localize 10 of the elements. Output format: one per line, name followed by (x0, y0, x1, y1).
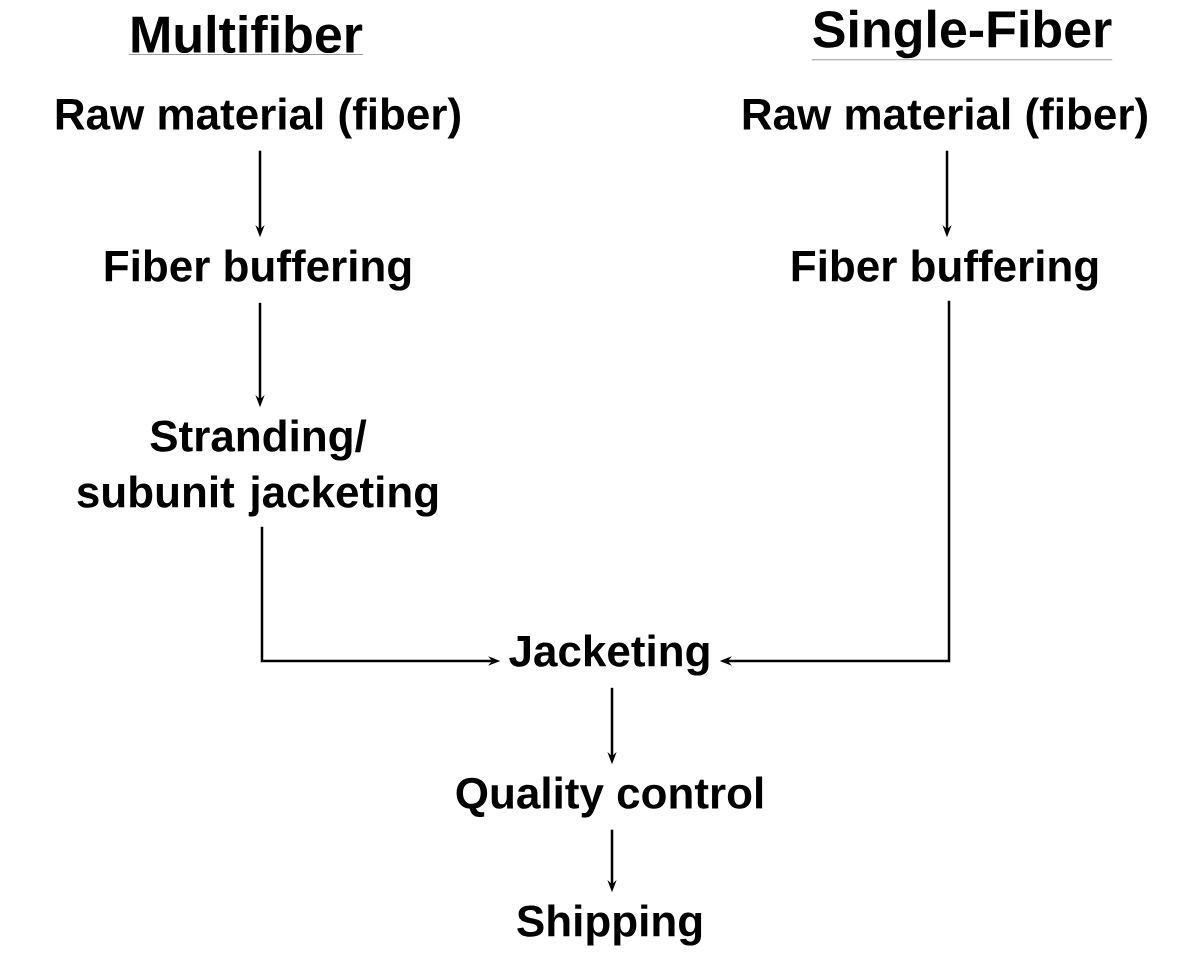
step-text: Quality control (456, 776, 763, 818)
column-heading: Multifiber (128, 14, 364, 55)
step-text: Fiber buffering (792, 249, 1098, 291)
step-text: Fiber buffering (105, 249, 411, 291)
step-text: Raw material (fiber) (56, 97, 460, 139)
step-text: Jacketing (509, 634, 709, 676)
step-text: Raw material (fiber) (743, 97, 1147, 139)
column-heading: Single-Fiber (811, 9, 1113, 60)
step-text: Shipping (517, 904, 702, 946)
step-text: Stranding/ subunit jacketing (77, 419, 438, 517)
